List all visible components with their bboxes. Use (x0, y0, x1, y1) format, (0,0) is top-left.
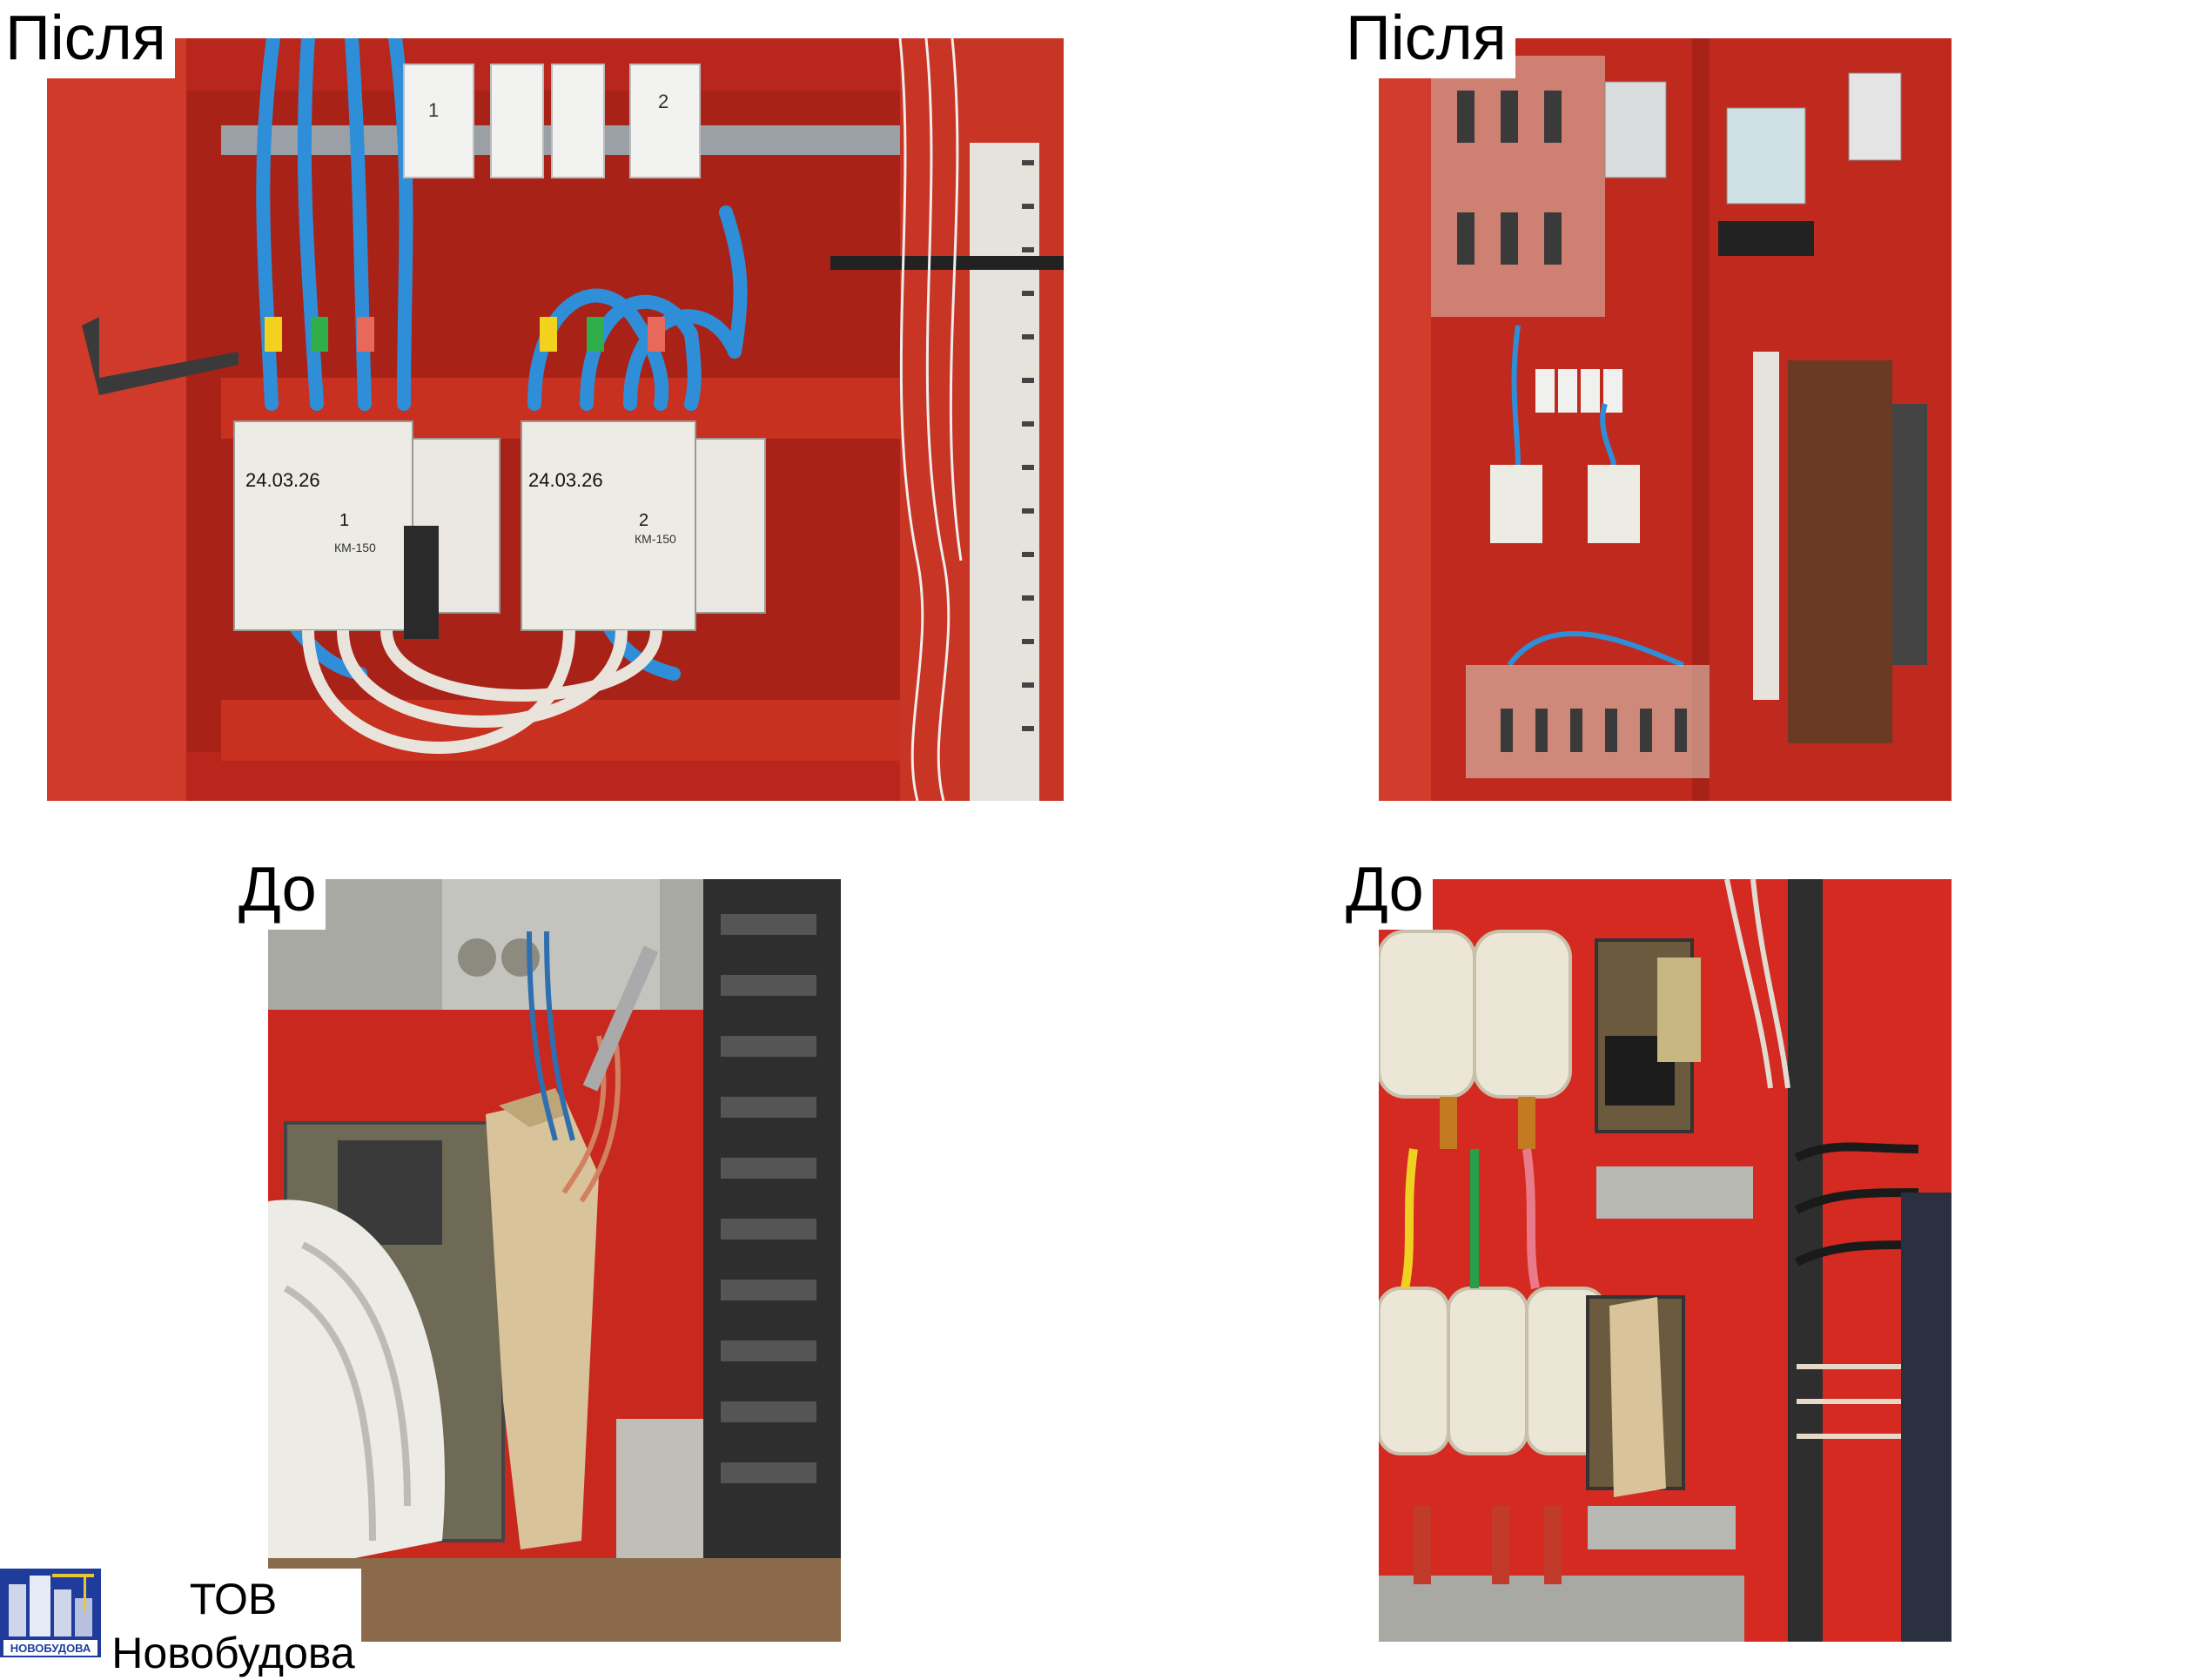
photo-after-contactors: 1 2 24.03.26 1 КМ-150 24.03.26 2 КМ-150 (47, 38, 1064, 801)
panel-label-after-1: Після (0, 2, 175, 78)
contactor-date-2: 24.03.26 (528, 469, 603, 491)
contactor-model-2: КМ-150 (635, 532, 676, 546)
photo-after-cabinet (1379, 38, 1952, 801)
panel-label-after-2: Після (1340, 2, 1515, 78)
contactor-date-1: 24.03.26 (245, 469, 320, 491)
panel-label-before-2: До (1340, 853, 1433, 930)
breaker-label-2: 2 (658, 91, 668, 112)
contactor-model-1: КМ-150 (334, 541, 376, 554)
panel-label-before-1: До (233, 853, 326, 930)
company-name-line1: ТОВ (189, 1575, 278, 1623)
company-name-line2: Новобудова (111, 1629, 355, 1677)
company-logo: НОВОБУДОВА (0, 1569, 101, 1657)
contactor-number-2: 2 (639, 511, 648, 530)
logo-wordmark: НОВОБУДОВА (10, 1642, 91, 1655)
photo-before-old-contactors (1379, 879, 1952, 1642)
company-branding: НОВОБУДОВА ТОВ Новобудова (0, 1569, 361, 1677)
company-name: ТОВ Новобудова (103, 1572, 364, 1680)
photo-before-broken-contactor (268, 879, 841, 1642)
breaker-label-1: 1 (428, 99, 439, 121)
contactor-number-1: 1 (339, 511, 349, 530)
